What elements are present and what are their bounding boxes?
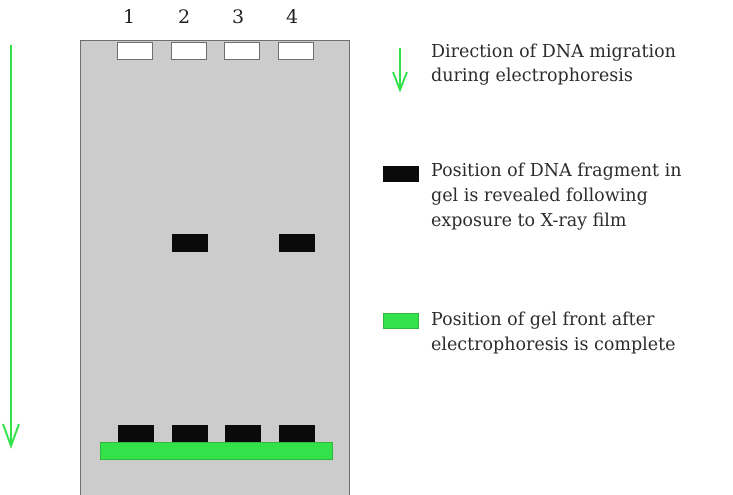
lane-number-1: 1 — [122, 6, 136, 28]
well-lane-3 — [224, 42, 260, 60]
green-band-swatch-icon — [383, 313, 419, 329]
legend-front-line-1: Position of gel front after — [431, 310, 655, 330]
legend-fragment-line-1: Position of DNA fragment in — [431, 161, 682, 181]
lane-number-2: 2 — [177, 6, 191, 28]
lane-number-3: 3 — [231, 6, 245, 28]
well-lane-1 — [117, 42, 153, 60]
legend-front-line-2: electrophoresis is complete — [431, 335, 676, 355]
well-lane-2 — [171, 42, 207, 60]
gel — [80, 40, 350, 495]
well-lane-4 — [278, 42, 314, 60]
gel-front — [100, 442, 333, 460]
bottom-band-lane-2 — [172, 425, 208, 443]
fragment-band-lane-2 — [172, 234, 208, 252]
fragment-band-lane-4 — [279, 234, 315, 252]
black-band-swatch-icon — [383, 166, 419, 182]
bottom-band-lane-4 — [279, 425, 315, 443]
lane-number-4: 4 — [285, 6, 299, 28]
legend-migration-line-2: during electrophoresis — [431, 66, 633, 86]
migration-direction-arrow — [2, 45, 20, 449]
bottom-band-lane-3 — [225, 425, 261, 443]
legend-fragment-line-2: gel is revealed following — [431, 186, 648, 206]
bottom-band-lane-1 — [118, 425, 154, 443]
legend-migration-line-1: Direction of DNA migration — [431, 42, 676, 62]
legend-fragment-line-3: exposure to X-ray film — [431, 211, 627, 231]
green-down-arrow-icon — [392, 48, 408, 92]
